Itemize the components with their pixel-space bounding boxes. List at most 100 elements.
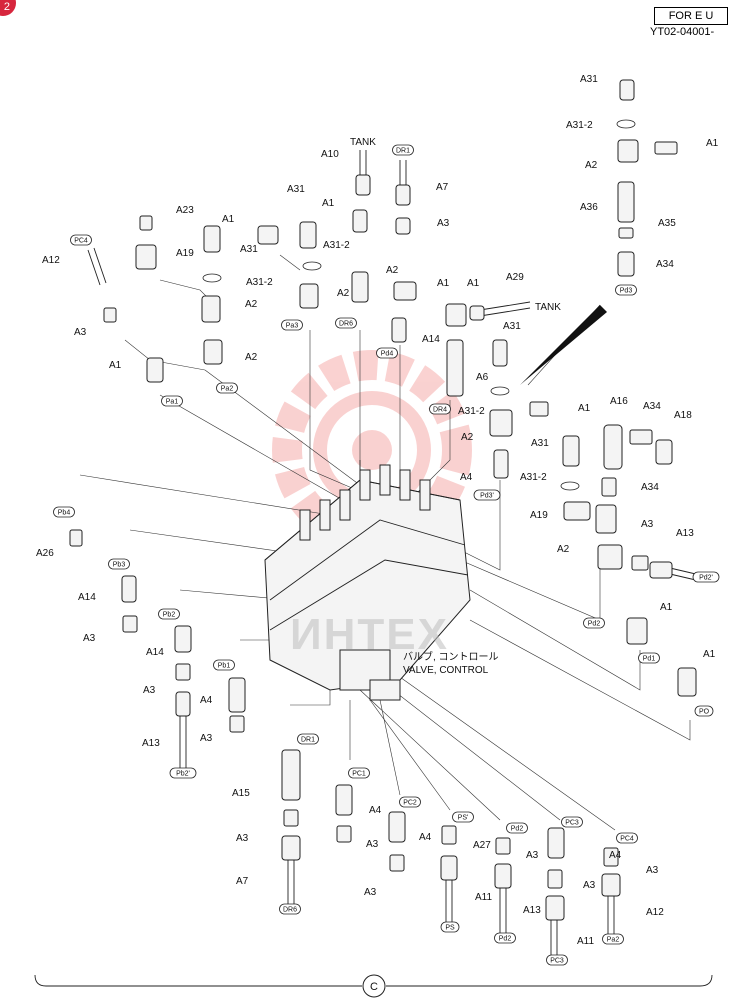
- port-tag: PS: [440, 921, 460, 933]
- port-tag: Pd2: [583, 617, 605, 629]
- callout-a31-2: A31-2: [246, 277, 273, 288]
- callout-a34: A34: [643, 401, 661, 412]
- page-badge: 2: [0, 0, 16, 16]
- port-tag: Pd2': [692, 571, 720, 583]
- callout-a3: A3: [200, 733, 213, 744]
- port-tag-outline: [694, 705, 714, 717]
- port-tag: Pa2: [602, 933, 624, 945]
- port-tag: DR1: [297, 733, 319, 745]
- port-tag: Pa1: [161, 395, 183, 407]
- port-tag-label: Pb2': [176, 771, 190, 778]
- port-tag-label: Pd3': [480, 493, 494, 500]
- port-tag-label: Pb1: [218, 663, 231, 670]
- callout-a1: A1: [222, 214, 235, 225]
- port-tag: Pb2': [169, 767, 197, 779]
- callout-a4: A4: [419, 832, 432, 843]
- port-tag-outline: [399, 796, 421, 808]
- callout-a12: A12: [42, 255, 60, 266]
- port-tag-label: DR1: [301, 737, 315, 744]
- port-tag: PS': [452, 811, 474, 823]
- callout-a3: A3: [641, 519, 654, 530]
- port-tag: Pd4: [376, 347, 398, 359]
- port-tag: PC3: [561, 816, 583, 828]
- callout-a4: A4: [369, 805, 382, 816]
- port-tag: PC2: [399, 796, 421, 808]
- port-tag-outline: [169, 767, 197, 779]
- direction-arrow-icon: [520, 305, 607, 385]
- callout-a4: A4: [460, 472, 473, 483]
- port-tag-label: Pd4: [381, 351, 394, 358]
- port-tag-label: Pb2: [163, 612, 176, 619]
- port-tag-label: Pa2: [221, 386, 234, 393]
- port-tag-label: Pa1: [166, 399, 179, 406]
- callout-a11: A11: [475, 892, 492, 903]
- port-tag-outline: [692, 571, 720, 583]
- callout-a13: A13: [523, 905, 541, 916]
- port-tag-label: PO: [699, 709, 710, 716]
- callout-a3: A3: [74, 327, 87, 338]
- callout-a19: A19: [530, 510, 548, 521]
- port-tag-outline: [279, 903, 301, 915]
- port-tag: DR6: [279, 903, 301, 915]
- port-tag-outline: [494, 932, 516, 944]
- port-tag-outline: [158, 608, 180, 620]
- callout-a13: A13: [142, 738, 160, 749]
- port-tag-outline: [281, 319, 303, 331]
- port-tag: Pd3': [473, 489, 501, 501]
- callout-a19: A19: [176, 248, 194, 259]
- callout-a1: A1: [578, 403, 591, 414]
- callout-a3: A3: [236, 833, 249, 844]
- control-valve-block: [264, 460, 471, 701]
- section-footer: C: [34, 974, 713, 998]
- callout-a4: A4: [609, 850, 622, 861]
- port-tag-outline: [615, 284, 637, 296]
- port-tag-label: DR6: [339, 321, 353, 328]
- callout-a6: A6: [476, 372, 489, 383]
- callout-a3: A3: [366, 839, 379, 850]
- component-label-en: VALVE, CONTROL: [403, 665, 489, 676]
- callout-a31: A31: [531, 438, 549, 449]
- port-tag-label: Pb3: [113, 562, 126, 569]
- port-tag-label: PC3: [550, 958, 564, 965]
- callout-a34: A34: [656, 259, 674, 270]
- callout-a3: A3: [143, 685, 156, 696]
- port-tag-outline: [161, 395, 183, 407]
- callout-a14: A14: [146, 647, 164, 658]
- callout-a1: A1: [467, 278, 480, 289]
- callout-a26: A26: [36, 548, 54, 559]
- callout-a34: A34: [641, 482, 659, 493]
- port-tag: PO: [694, 705, 714, 717]
- callout-a7: A7: [236, 876, 249, 887]
- port-tag-outline: [108, 558, 130, 570]
- tank-hose-upper: [355, 150, 411, 206]
- callout-a11: A11: [577, 936, 594, 947]
- callout-a36: A36: [580, 202, 598, 213]
- port-tag-label: Pb4: [58, 510, 71, 517]
- fittings: [69, 79, 697, 921]
- tank-hose-right: [469, 301, 531, 321]
- port-tag: PC4: [70, 234, 92, 246]
- callout-a14: A14: [422, 334, 440, 345]
- callout-a2: A2: [557, 544, 570, 555]
- port-tag: DR4: [429, 403, 451, 415]
- callout-a2: A2: [585, 160, 598, 171]
- port-tag-label: DR6: [283, 907, 297, 914]
- port-tag: Pb4: [53, 506, 75, 518]
- port-tag-label: PC4: [74, 238, 88, 245]
- port-tag-label: Pd2': [699, 575, 713, 582]
- callout-a31: A31: [240, 244, 258, 255]
- port-tag-label: PS: [445, 925, 455, 932]
- port-tag-outline: [335, 317, 357, 329]
- callout-a31-2: A31-2: [323, 240, 350, 251]
- port-tag-outline: [440, 921, 460, 933]
- callout-a3: A3: [364, 887, 377, 898]
- port-tag-label: Pd1: [643, 656, 656, 663]
- port-tag-label: PC2: [403, 800, 417, 807]
- port-tag: Pd1: [638, 652, 660, 664]
- port-tag: PC1: [348, 767, 370, 779]
- region-label-box: FOR E U: [654, 7, 728, 25]
- callout-a13: A13: [676, 528, 694, 539]
- callout-a31: A31: [287, 184, 305, 195]
